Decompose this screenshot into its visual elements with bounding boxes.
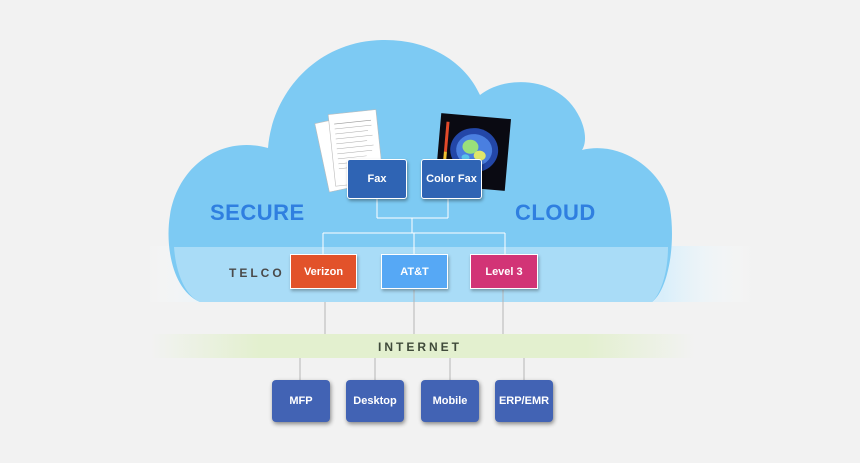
internet-label: INTERNET xyxy=(378,340,462,354)
connectors-lower xyxy=(299,290,525,380)
carrier-level3-box[interactable]: Level 3 xyxy=(470,254,538,289)
device-mfp-box[interactable]: MFP xyxy=(272,380,330,422)
internet-band xyxy=(150,334,695,358)
cloud-shape xyxy=(168,40,672,302)
cloud-word-secure: SECURE xyxy=(210,200,305,225)
telco-label: TELCO xyxy=(229,266,285,280)
connectors xyxy=(322,199,506,254)
cloud-word-cloud: CLOUD xyxy=(515,200,596,225)
device-mobile-box[interactable]: Mobile xyxy=(421,380,479,422)
device-erp-emr-box[interactable]: ERP/EMR xyxy=(495,380,553,422)
fax-service-box[interactable]: Fax xyxy=(347,159,407,199)
carrier-verizon-box[interactable]: Verizon xyxy=(290,254,357,289)
device-desktop-box[interactable]: Desktop xyxy=(346,380,404,422)
color-fax-service-box[interactable]: Color Fax xyxy=(421,159,482,199)
carrier-att-box[interactable]: AT&T xyxy=(381,254,448,289)
